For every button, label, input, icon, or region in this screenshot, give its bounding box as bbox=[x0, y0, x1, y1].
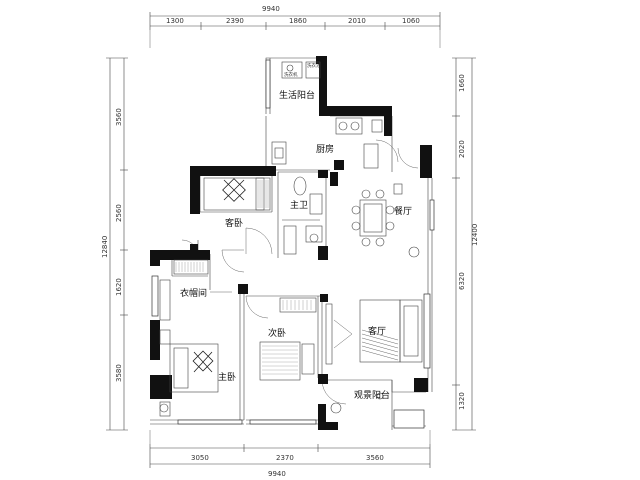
right-total-dimension: 12400 bbox=[471, 224, 479, 246]
top-dim-5: 1060 bbox=[402, 17, 420, 25]
top-dimension-lines bbox=[149, 12, 441, 48]
top-dim-2: 2390 bbox=[226, 17, 244, 25]
dining-table-icon bbox=[359, 199, 387, 237]
sofa-icon bbox=[399, 299, 423, 363]
top-dim-3: 1860 bbox=[289, 17, 307, 25]
left-dim-3: 1620 bbox=[115, 278, 123, 296]
closet-rack-icon bbox=[159, 279, 171, 321]
kitchen-sink-icon bbox=[271, 141, 287, 165]
top-total-dimension: 9940 bbox=[262, 5, 280, 13]
bottom-dimension-lines bbox=[149, 430, 431, 468]
left-dim-1: 3560 bbox=[115, 108, 123, 126]
bottom-dim-1: 3050 bbox=[191, 454, 209, 462]
master-bed-icon bbox=[169, 343, 219, 393]
right-dim-1: 1660 bbox=[458, 74, 466, 92]
second-wardrobe-icon bbox=[279, 297, 317, 313]
svg-text:洗衣机: 洗衣机 bbox=[284, 71, 298, 78]
room-label-living: 客厅 bbox=[368, 325, 386, 337]
top-dim-4: 2010 bbox=[348, 17, 366, 25]
left-total-dimension: 12840 bbox=[101, 236, 109, 258]
bottom-dim-3: 3560 bbox=[366, 454, 384, 462]
room-label-guest-bedroom: 客卧 bbox=[225, 217, 243, 229]
right-dim-2: 2020 bbox=[458, 140, 466, 158]
kitchen-cabinet-icon bbox=[363, 143, 379, 169]
right-dim-3: 6320 bbox=[458, 272, 466, 290]
table-chairs-icon bbox=[222, 178, 246, 202]
guest-bed-icon bbox=[203, 177, 265, 211]
windows bbox=[151, 59, 435, 429]
room-label-walk-in-closet: 衣帽间 bbox=[180, 287, 207, 299]
furniture: 洗衣机 洗衣池 bbox=[159, 61, 423, 417]
plant-icon bbox=[408, 246, 420, 258]
shower-icon bbox=[309, 193, 323, 215]
bottom-total-dimension: 9940 bbox=[268, 470, 286, 478]
room-label-master-bedroom: 主卧 bbox=[218, 371, 236, 383]
tv-cabinet-icon bbox=[325, 303, 333, 365]
right-dim-4: 1320 bbox=[458, 392, 466, 410]
dryer-icon bbox=[305, 61, 321, 79]
structural-walls bbox=[150, 56, 432, 430]
top-dim-1: 1300 bbox=[166, 17, 184, 25]
second-bed-icon bbox=[259, 341, 301, 381]
room-label-dining: 餐厅 bbox=[394, 205, 412, 217]
room-label-view-balcony: 观景阳台 bbox=[354, 389, 390, 401]
bathtub-icon bbox=[293, 176, 307, 196]
closet-shelf-icon bbox=[173, 259, 209, 275]
balcony-plant-icon bbox=[330, 402, 342, 414]
left-dimension-lines bbox=[106, 57, 128, 431]
guest-wardrobe-icon bbox=[255, 177, 271, 211]
washer-icon bbox=[281, 61, 303, 79]
right-dimension-lines bbox=[452, 57, 476, 431]
room-label-balcony-life: 生活阳台 bbox=[279, 89, 315, 101]
left-dim-2: 2560 bbox=[115, 204, 123, 222]
room-label-kitchen: 厨房 bbox=[316, 143, 334, 155]
stove-icon bbox=[335, 117, 363, 135]
left-dim-4: 3580 bbox=[115, 364, 123, 382]
room-label-master-bath: 主卫 bbox=[290, 199, 308, 211]
svg-text:洗衣池: 洗衣池 bbox=[307, 62, 321, 69]
bottom-dim-2: 2370 bbox=[276, 454, 294, 462]
fridge-icon bbox=[371, 119, 383, 133]
room-label-second-bedroom: 次卧 bbox=[268, 327, 286, 339]
